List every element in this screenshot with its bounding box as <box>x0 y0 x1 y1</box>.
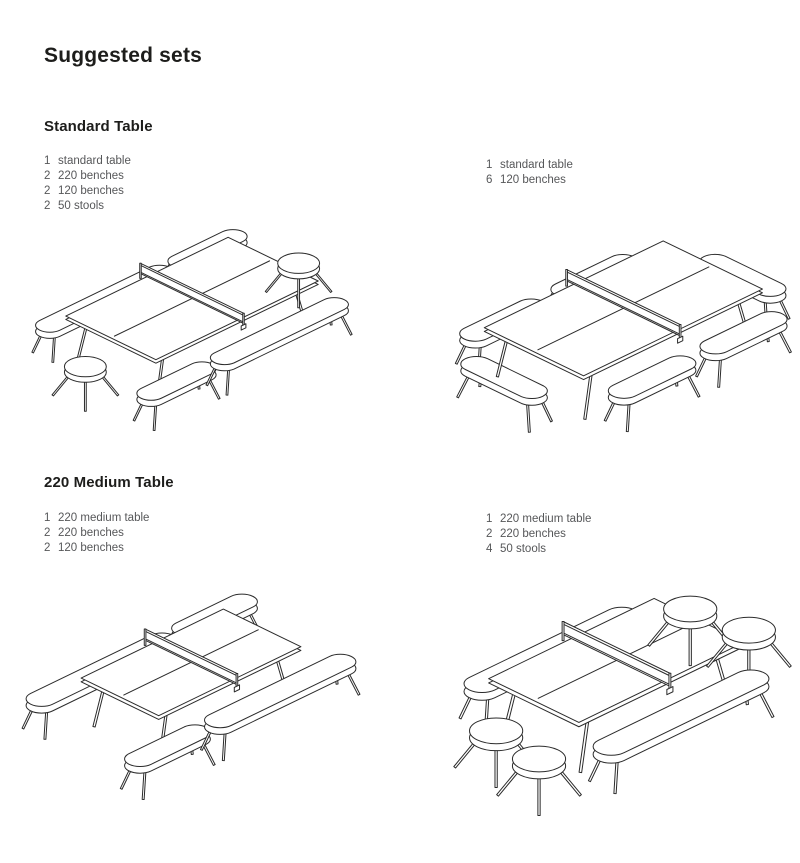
set-item: 2 120 benches <box>44 184 131 199</box>
item-label: standard table <box>500 159 573 171</box>
item-label: 50 stools <box>500 543 547 555</box>
set-item: 1 220 medium table <box>486 512 591 527</box>
page-title: Suggested sets <box>44 44 203 67</box>
item-quantity: 1 <box>486 513 493 525</box>
item-label: 50 stools <box>58 200 105 212</box>
item-quantity: 1 <box>44 512 51 524</box>
set-item: 2 120 benches <box>44 541 149 556</box>
table-set-drawing <box>450 234 796 440</box>
item-quantity: 6 <box>486 174 493 186</box>
set-item: 1 standard table <box>44 154 131 169</box>
item-label: 220 benches <box>58 527 124 539</box>
item-quantity: 1 <box>44 155 51 167</box>
table-set-drawing <box>18 226 366 436</box>
item-label: 120 benches <box>58 542 124 554</box>
illustration-standard-set-2 <box>450 234 796 440</box>
item-quantity: 2 <box>44 170 51 182</box>
illustration-standard-set-1 <box>18 226 366 436</box>
item-quantity: 2 <box>44 200 51 212</box>
set-item: 1 standard table <box>486 158 573 173</box>
item-label: 120 benches <box>58 185 124 197</box>
item-quantity: 2 <box>44 542 51 554</box>
set-list-standard-right: 1 standard table 6 120 benches <box>486 158 573 188</box>
section-heading-standard-table: Standard Table <box>44 118 153 135</box>
item-quantity: 2 <box>486 528 493 540</box>
item-label: 220 medium table <box>58 512 150 524</box>
set-item: 2 220 benches <box>486 527 591 542</box>
table-set-drawing <box>16 590 366 805</box>
item-quantity: 2 <box>44 527 51 539</box>
illustration-medium-set-1 <box>16 590 366 805</box>
item-quantity: 2 <box>44 185 51 197</box>
set-item: 2 50 stools <box>44 199 131 214</box>
set-item: 2 220 benches <box>44 526 149 541</box>
item-quantity: 1 <box>486 159 493 171</box>
item-quantity: 4 <box>486 543 493 555</box>
item-label: 220 benches <box>58 170 124 182</box>
item-label: standard table <box>58 155 131 167</box>
set-list-medium-left: 1 220 medium table 2 220 benches 2 120 benche… <box>44 511 149 556</box>
item-label: 220 medium table <box>500 513 592 525</box>
table-set-drawing <box>448 588 798 824</box>
section-heading-220-medium-table: 220 Medium Table <box>44 474 174 491</box>
illustration-medium-set-2 <box>448 588 798 824</box>
item-label: 220 benches <box>500 528 566 540</box>
set-item: 2 220 benches <box>44 169 131 184</box>
set-item: 6 120 benches <box>486 173 573 188</box>
set-item: 4 50 stools <box>486 542 591 557</box>
set-item: 1 220 medium table <box>44 511 149 526</box>
item-label: 120 benches <box>500 174 566 186</box>
set-list-medium-right: 1 220 medium table 2 220 benches 4 50 stools <box>486 512 591 557</box>
